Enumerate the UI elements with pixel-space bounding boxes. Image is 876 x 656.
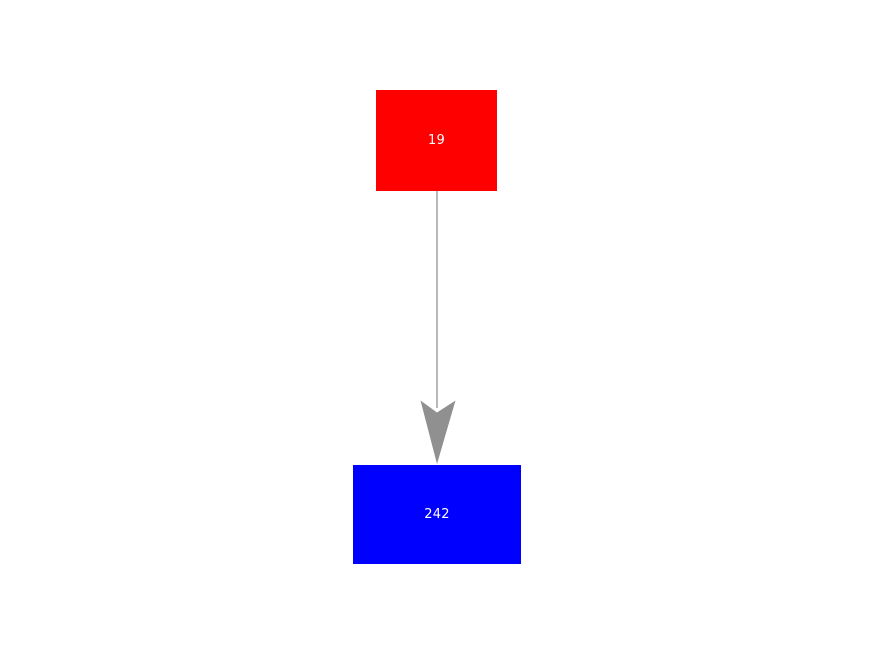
node-source-label: 19	[428, 133, 445, 148]
edge-arrowhead-icon	[420, 400, 456, 464]
node-target-label: 242	[424, 507, 450, 522]
edge-19-242[interactable]	[420, 191, 456, 464]
node-source[interactable]: 19	[376, 90, 497, 191]
node-target[interactable]: 242	[353, 465, 521, 564]
